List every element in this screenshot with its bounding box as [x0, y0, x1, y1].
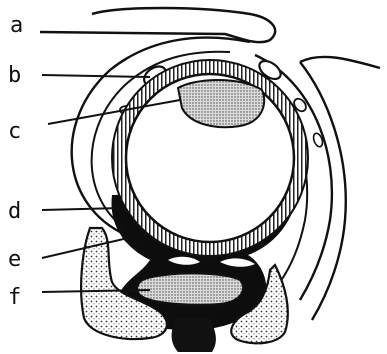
label-d: d: [8, 199, 21, 224]
label-a: a: [10, 13, 23, 38]
label-f: f: [8, 285, 21, 310]
leader-d: [42, 208, 122, 210]
dotted-pad-f: [137, 273, 243, 304]
label-e: e: [8, 247, 21, 272]
stalk: [172, 318, 216, 352]
leader-b: [42, 75, 150, 77]
outer-membrane-far-right: [300, 57, 380, 320]
label-b: b: [8, 63, 21, 88]
fold-a: [40, 8, 275, 42]
label-c: c: [8, 119, 21, 144]
